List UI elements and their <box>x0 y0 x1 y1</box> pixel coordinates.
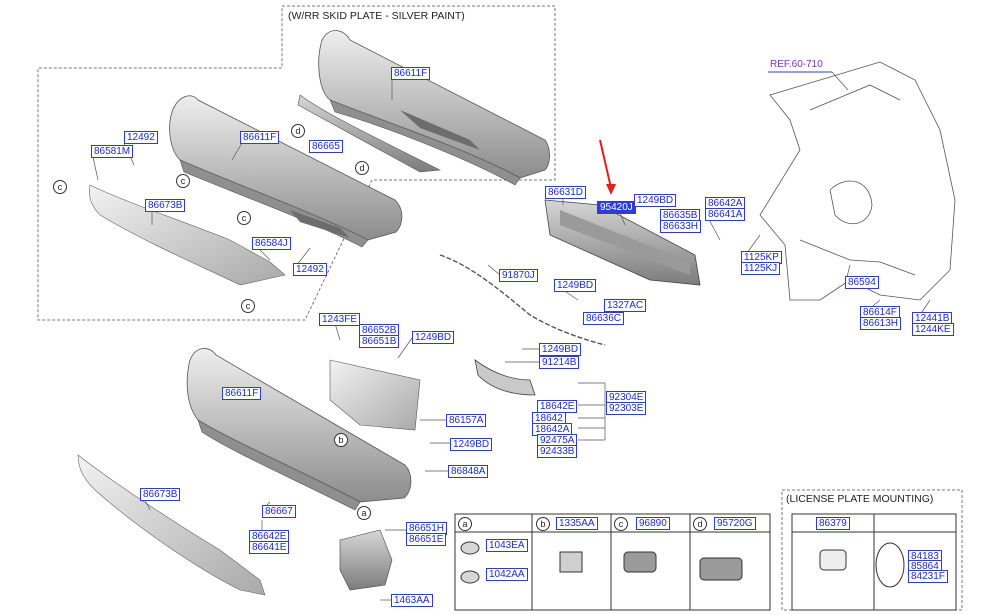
callout-c: c <box>237 211 251 225</box>
table-cell-d: d <box>693 517 707 531</box>
part-label-1249BD[interactable]: 1249BD <box>412 331 455 344</box>
fastener-detail-table <box>454 513 957 611</box>
part-label-86641E[interactable]: 86641E <box>249 541 290 554</box>
part-label-86651B[interactable]: 86651B <box>359 335 400 348</box>
bumper-skid-plate-top <box>297 30 550 186</box>
license-plate-title: (LICENSE PLATE MOUNTING) <box>786 493 934 505</box>
highlight-arrow <box>599 139 616 195</box>
clip-1043ea <box>460 541 480 555</box>
quarter-panel <box>759 61 956 301</box>
part-label-1249BD[interactable]: 1249BD <box>634 194 677 207</box>
wiring-harness <box>439 254 606 346</box>
callout-a: a <box>357 506 371 520</box>
callout-c: c <box>176 174 190 188</box>
part-label-86651E[interactable]: 86651E <box>406 533 447 546</box>
part-label-86665[interactable]: 86665 <box>309 140 343 153</box>
skid-plate-title: (W/RR SKID PLATE - SILVER PAINT) <box>288 10 465 22</box>
part-label-86581M[interactable]: 86581M <box>91 145 134 158</box>
part-label-86631D[interactable]: 86631D <box>545 186 587 199</box>
reflector <box>474 359 536 396</box>
skid-plate-group-frame <box>37 5 556 321</box>
part-label-85864[interactable]: 85864 <box>908 560 942 573</box>
bracket-86651 <box>339 529 393 591</box>
part-label-1244KE[interactable]: 1244KE <box>912 323 954 336</box>
part-label-1249BD[interactable]: 1249BD <box>554 279 597 292</box>
license-lamp-86379 <box>819 549 847 571</box>
table-cell-c: c <box>614 517 628 531</box>
bumper-mid-left <box>169 95 403 248</box>
part-label-1249BD[interactable]: 1249BD <box>539 343 582 356</box>
part-label-1042AA[interactable]: 1042AA <box>486 568 528 581</box>
ref-label[interactable]: REF.60-710 <box>770 59 823 70</box>
clip-1042aa <box>460 570 480 584</box>
part-label-92303E[interactable]: 92303E <box>606 402 647 415</box>
part-label-92433B[interactable]: 92433B <box>537 445 578 458</box>
part-label-86379[interactable]: 86379 <box>816 517 850 530</box>
part-label-1327AC[interactable]: 1327AC <box>604 299 647 312</box>
part-label-86633H[interactable]: 86633H <box>660 220 702 233</box>
part-label-86584J[interactable]: 86584J <box>252 237 291 250</box>
bumper-lower <box>186 348 421 511</box>
table-cell-b: b <box>536 517 550 531</box>
callout-c: c <box>53 180 67 194</box>
part-label-86673B[interactable]: 86673B <box>140 488 181 501</box>
part-label-86611F[interactable]: 86611F <box>391 67 431 80</box>
part-label-86611F[interactable]: 86611F <box>240 131 280 144</box>
part-label-86641A[interactable]: 86641A <box>705 208 746 221</box>
part-label-86594[interactable]: 86594 <box>845 276 879 289</box>
callout-c: c <box>241 299 255 313</box>
callout-d: d <box>355 161 369 175</box>
part-label-91214B[interactable]: 91214B <box>539 356 580 369</box>
sensor-95720g <box>699 557 743 581</box>
part-label-95720G[interactable]: 95720G <box>714 517 756 530</box>
part-label-86848A[interactable]: 86848A <box>448 465 489 478</box>
part-label-91870J[interactable]: 91870J <box>499 269 538 282</box>
part-label-86157A[interactable]: 86157A <box>446 414 487 427</box>
license-grommet <box>875 542 905 588</box>
callout-b: b <box>334 433 348 447</box>
part-label-1125KJ[interactable]: 1125KJ <box>741 262 781 275</box>
garnish-86673b-lower <box>77 454 266 596</box>
part-label-1335AA[interactable]: 1335AA <box>556 517 598 530</box>
part-label-86611F[interactable]: 86611F <box>222 387 262 400</box>
part-label-1243FE[interactable]: 1243FE <box>319 313 361 326</box>
part-label-12492[interactable]: 12492 <box>293 263 327 276</box>
part-label-18642[interactable]: 18642 <box>532 412 566 425</box>
table-cell-a: a <box>458 517 472 531</box>
part-label-86613H[interactable]: 86613H <box>860 317 902 330</box>
part-label-1463AA[interactable]: 1463AA <box>391 594 433 607</box>
part-label-86667[interactable]: 86667 <box>262 505 296 518</box>
nut-1335aa <box>559 551 583 573</box>
part-label-95420J[interactable]: 95420J <box>597 201 636 214</box>
part-label-84231F[interactable]: 84231F <box>908 570 948 583</box>
part-label-96890[interactable]: 96890 <box>636 517 670 530</box>
part-label-1043EA[interactable]: 1043EA <box>486 539 528 552</box>
callout-d: d <box>291 124 305 138</box>
part-label-86673B[interactable]: 86673B <box>145 199 186 212</box>
part-label-1249BD[interactable]: 1249BD <box>450 438 493 451</box>
part-label-12492[interactable]: 12492 <box>124 131 158 144</box>
part-label-86636C[interactable]: 86636C <box>583 312 625 325</box>
sensor-96890 <box>623 551 657 573</box>
